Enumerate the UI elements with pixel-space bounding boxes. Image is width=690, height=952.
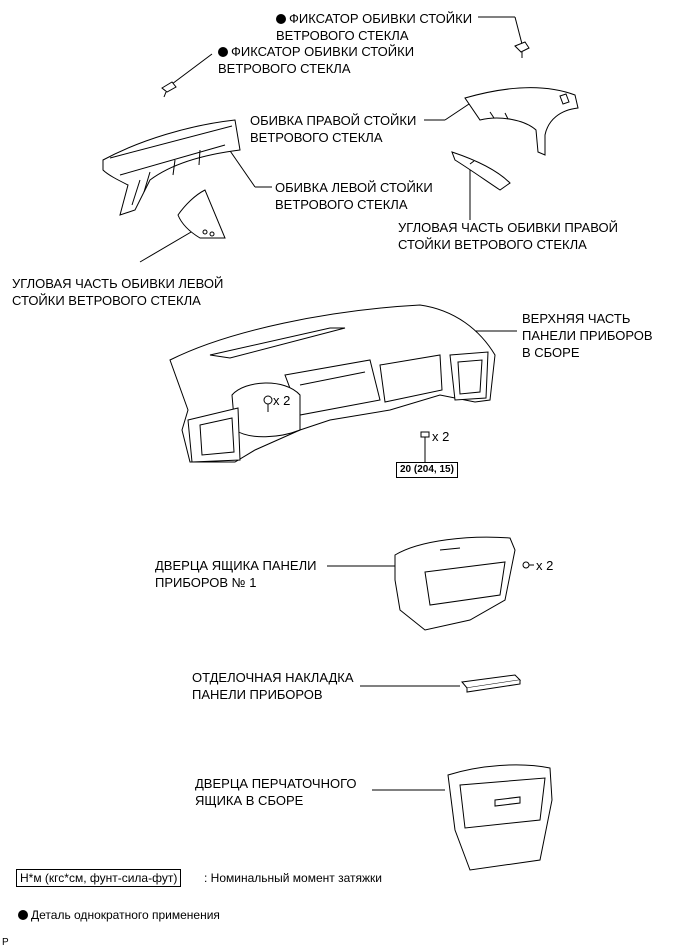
left-corner-piece bbox=[177, 189, 226, 239]
label-clip-top: ФИКСАТОР ОБИВКИ СТОЙКИ ВЕТРОВОГО СТЕКЛА bbox=[276, 10, 472, 44]
finish-panel-plate bbox=[461, 674, 522, 693]
single-use-dot-icon bbox=[276, 14, 286, 24]
label-box-door: ДВЕРЦА ЯЩИКА ПАНЕЛИ ПРИБОРОВ № 1 bbox=[155, 558, 317, 590]
leader-pillar-left-2 bbox=[225, 144, 256, 188]
legend-unit-desc: : Номинальный момент затяжки bbox=[204, 871, 382, 885]
leader-clip-top-2 bbox=[514, 16, 523, 45]
legend-unit-box: Н*м (кгс*см, фунт-сила-фут) bbox=[16, 869, 182, 887]
single-use-dot-icon bbox=[218, 47, 228, 57]
label-pillar-right: ОБИВКА ПРАВОЙ СТОЙКИ ВЕТРОВОГО СТЕКЛА bbox=[250, 113, 417, 145]
clip-part-left bbox=[161, 81, 177, 98]
qty-panel-screws: x 2 bbox=[273, 393, 291, 408]
corner-mark: P bbox=[2, 937, 9, 948]
left-pillar-garnish bbox=[102, 119, 241, 216]
clip-left-text: ФИКСАТОР ОБИВКИ СТОЙКИ ВЕТРОВОГО СТЕКЛА bbox=[218, 44, 415, 76]
door-screw bbox=[522, 561, 534, 569]
qty-panel-bolts: x 2 bbox=[432, 429, 450, 444]
instrument-box-door bbox=[394, 536, 516, 631]
panel-screw bbox=[263, 395, 273, 412]
label-corner-left: УГЛОВАЯ ЧАСТЬ ОБИВКИ ЛЕВОЙ СТОЙКИ ВЕТРОВ… bbox=[12, 276, 224, 308]
clip-part-top bbox=[514, 41, 530, 58]
label-finish-panel: ОТДЕЛОЧНАЯ НАКЛАДКА ПАНЕЛИ ПРИБОРОВ bbox=[192, 670, 354, 702]
qty-door-screws: x 2 bbox=[536, 558, 554, 573]
label-clip-left: ФИКСАТОР ОБИВКИ СТОЙКИ ВЕТРОВОГО СТЕКЛА bbox=[218, 43, 414, 77]
clip-top-text: ФИКСАТОР ОБИВКИ СТОЙКИ ВЕТРОВОГО СТЕКЛА bbox=[276, 11, 473, 43]
upper-instrument-panel bbox=[169, 304, 496, 463]
label-upper-panel: ВЕРХНЯЯ ЧАСТЬ ПАНЕЛИ ПРИБОРОВ В СБОРЕ bbox=[522, 311, 653, 360]
right-corner-piece bbox=[451, 151, 511, 191]
label-pillar-left: ОБИВКА ЛЕВОЙ СТОЙКИ ВЕТРОВОГО СТЕКЛА bbox=[275, 180, 433, 212]
glove-box-door bbox=[447, 764, 553, 871]
single-use-dot-icon bbox=[18, 910, 28, 920]
label-corner-right: УГЛОВАЯ ЧАСТЬ ОБИВКИ ПРАВОЙ СТОЙКИ ВЕТРО… bbox=[398, 220, 618, 252]
leader-clip-left bbox=[171, 53, 213, 85]
legend-single-use-text: Деталь однократного применения bbox=[31, 908, 220, 922]
label-glove-box: ДВЕРЦА ПЕРЧАТОЧНОГО ЯЩИКА В СБОРЕ bbox=[195, 776, 357, 808]
legend-single-use: Деталь однократного применения bbox=[18, 908, 220, 922]
right-pillar-garnish bbox=[464, 87, 579, 156]
panel-bolt bbox=[420, 431, 430, 446]
torque-spec: 20 (204, 15) bbox=[396, 462, 458, 478]
